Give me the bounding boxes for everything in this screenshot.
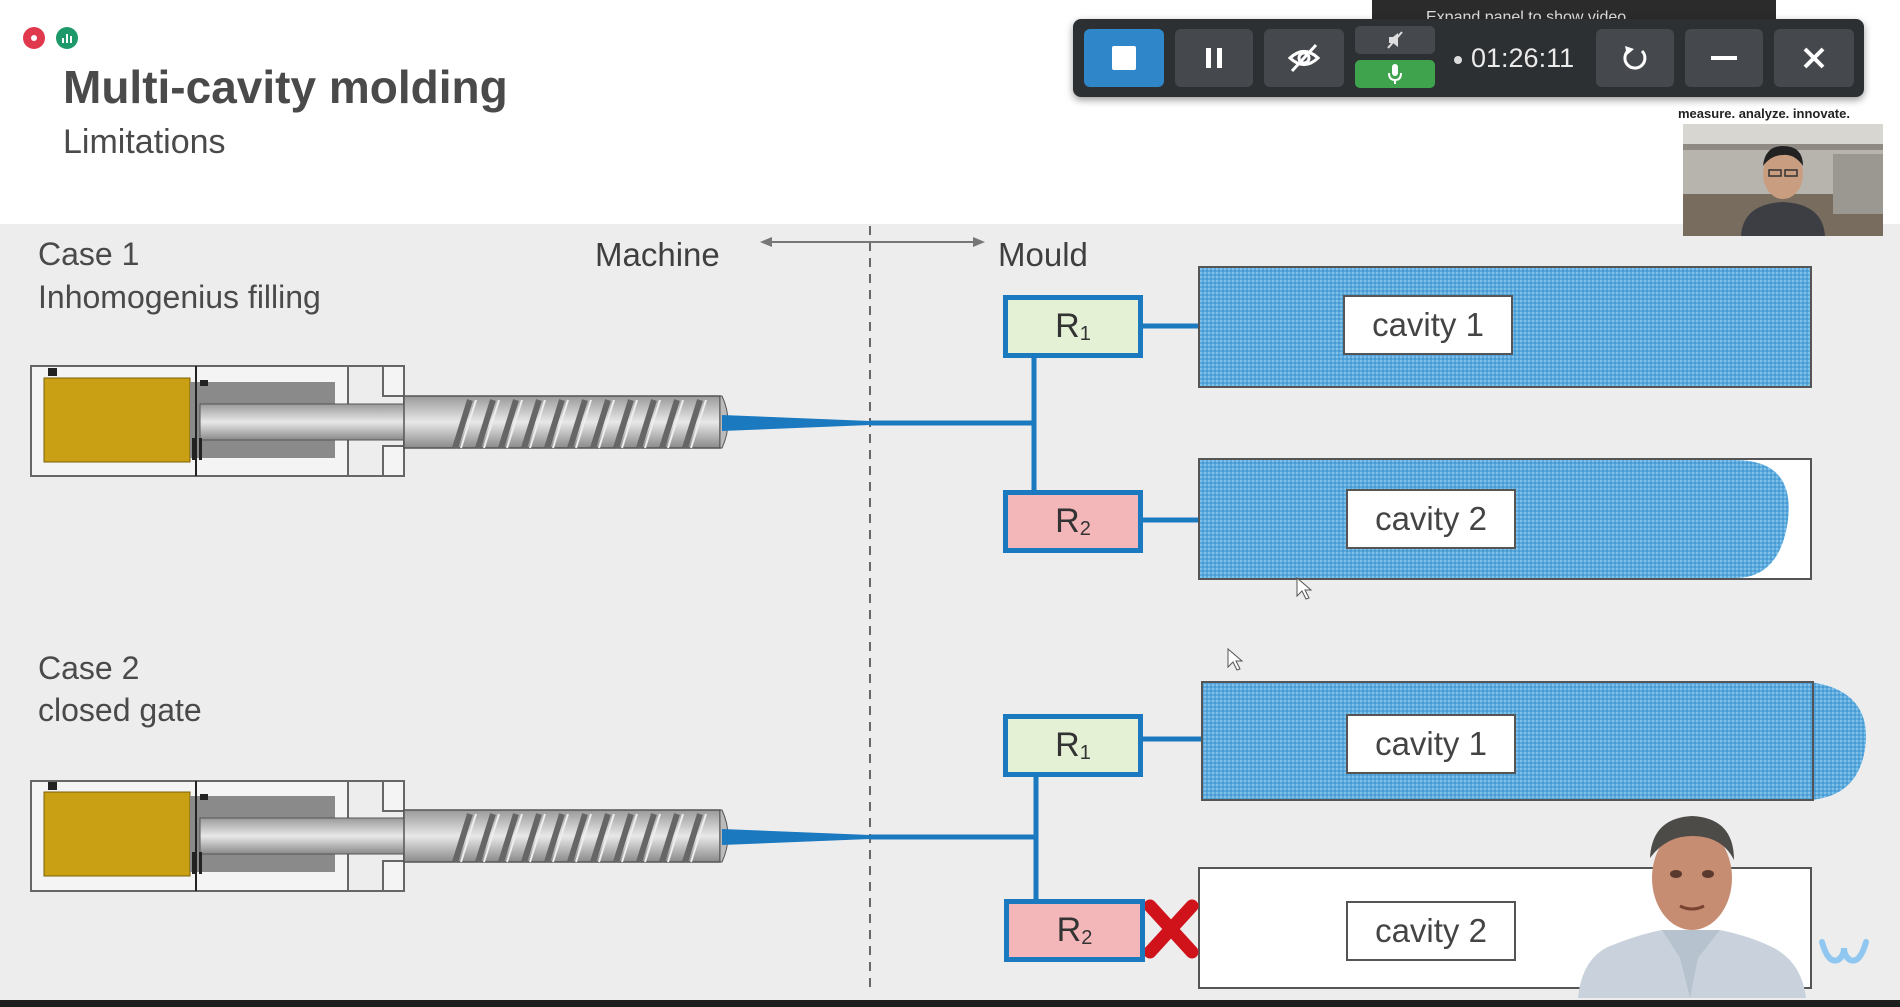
case1-cavity1-label: cavity 1 <box>1343 295 1513 355</box>
minimize-button[interactable] <box>1685 29 1763 87</box>
webcam-tagline: measure. analyze. innovate. <box>1678 106 1850 121</box>
cursor-icon <box>1296 576 1313 600</box>
slide-title: Multi-cavity molding <box>63 61 508 113</box>
pause-button[interactable] <box>1175 29 1253 87</box>
case1-title: Case 1 <box>38 236 140 272</box>
stop-button[interactable] <box>1084 29 1164 87</box>
case2-cavity2-label: cavity 2 <box>1346 901 1516 961</box>
minimize-icon <box>1711 56 1737 60</box>
recording-dot-icon <box>1454 56 1462 64</box>
recording-timer: 01:26:11 <box>1471 43 1575 73</box>
close-icon <box>1803 47 1825 69</box>
webex-logo-icon <box>1819 939 1869 964</box>
mic-toggle-button[interactable] <box>1355 60 1435 88</box>
case2-title: Case 2 <box>38 650 140 686</box>
case1-cavity2-label: cavity 2 <box>1346 489 1516 549</box>
camera-off-icon <box>1287 43 1321 73</box>
camera-toggle-button[interactable] <box>1264 29 1344 87</box>
pause-icon <box>1206 48 1222 68</box>
stop-icon <box>1112 46 1136 70</box>
restart-button[interactable] <box>1596 29 1674 87</box>
speaker-toggle-button[interactable] <box>1355 26 1435 54</box>
presenter-webcam-top[interactable] <box>1683 124 1883 236</box>
screen-bottom-border <box>0 1000 1900 1007</box>
closed-gate-x-icon <box>1143 899 1199 959</box>
record-indicator-icon[interactable] <box>23 27 45 49</box>
speaker-muted-icon <box>1387 31 1403 49</box>
slide-subtitle: Limitations <box>63 123 226 161</box>
case1-description: Inhomogenius filling <box>38 279 321 315</box>
case2-injection-unit <box>30 780 870 892</box>
mould-label: Mould <box>998 236 1088 273</box>
case2-cavity1-overfill <box>1202 682 1867 800</box>
mic-icon <box>1388 64 1402 84</box>
cursor-icon <box>1227 647 1244 671</box>
case1-injection-unit <box>30 365 870 477</box>
case2-cavity1-label: cavity 1 <box>1346 714 1516 774</box>
case2-description: closed gate <box>38 692 202 728</box>
close-button[interactable] <box>1774 29 1854 87</box>
recording-toolbar: 01:26:11 <box>1073 19 1864 97</box>
stats-icon[interactable] <box>56 27 78 49</box>
presenter-webcam-bottom[interactable] <box>1570 808 1814 998</box>
machine-label: Machine <box>595 236 720 273</box>
restart-icon <box>1623 46 1647 70</box>
